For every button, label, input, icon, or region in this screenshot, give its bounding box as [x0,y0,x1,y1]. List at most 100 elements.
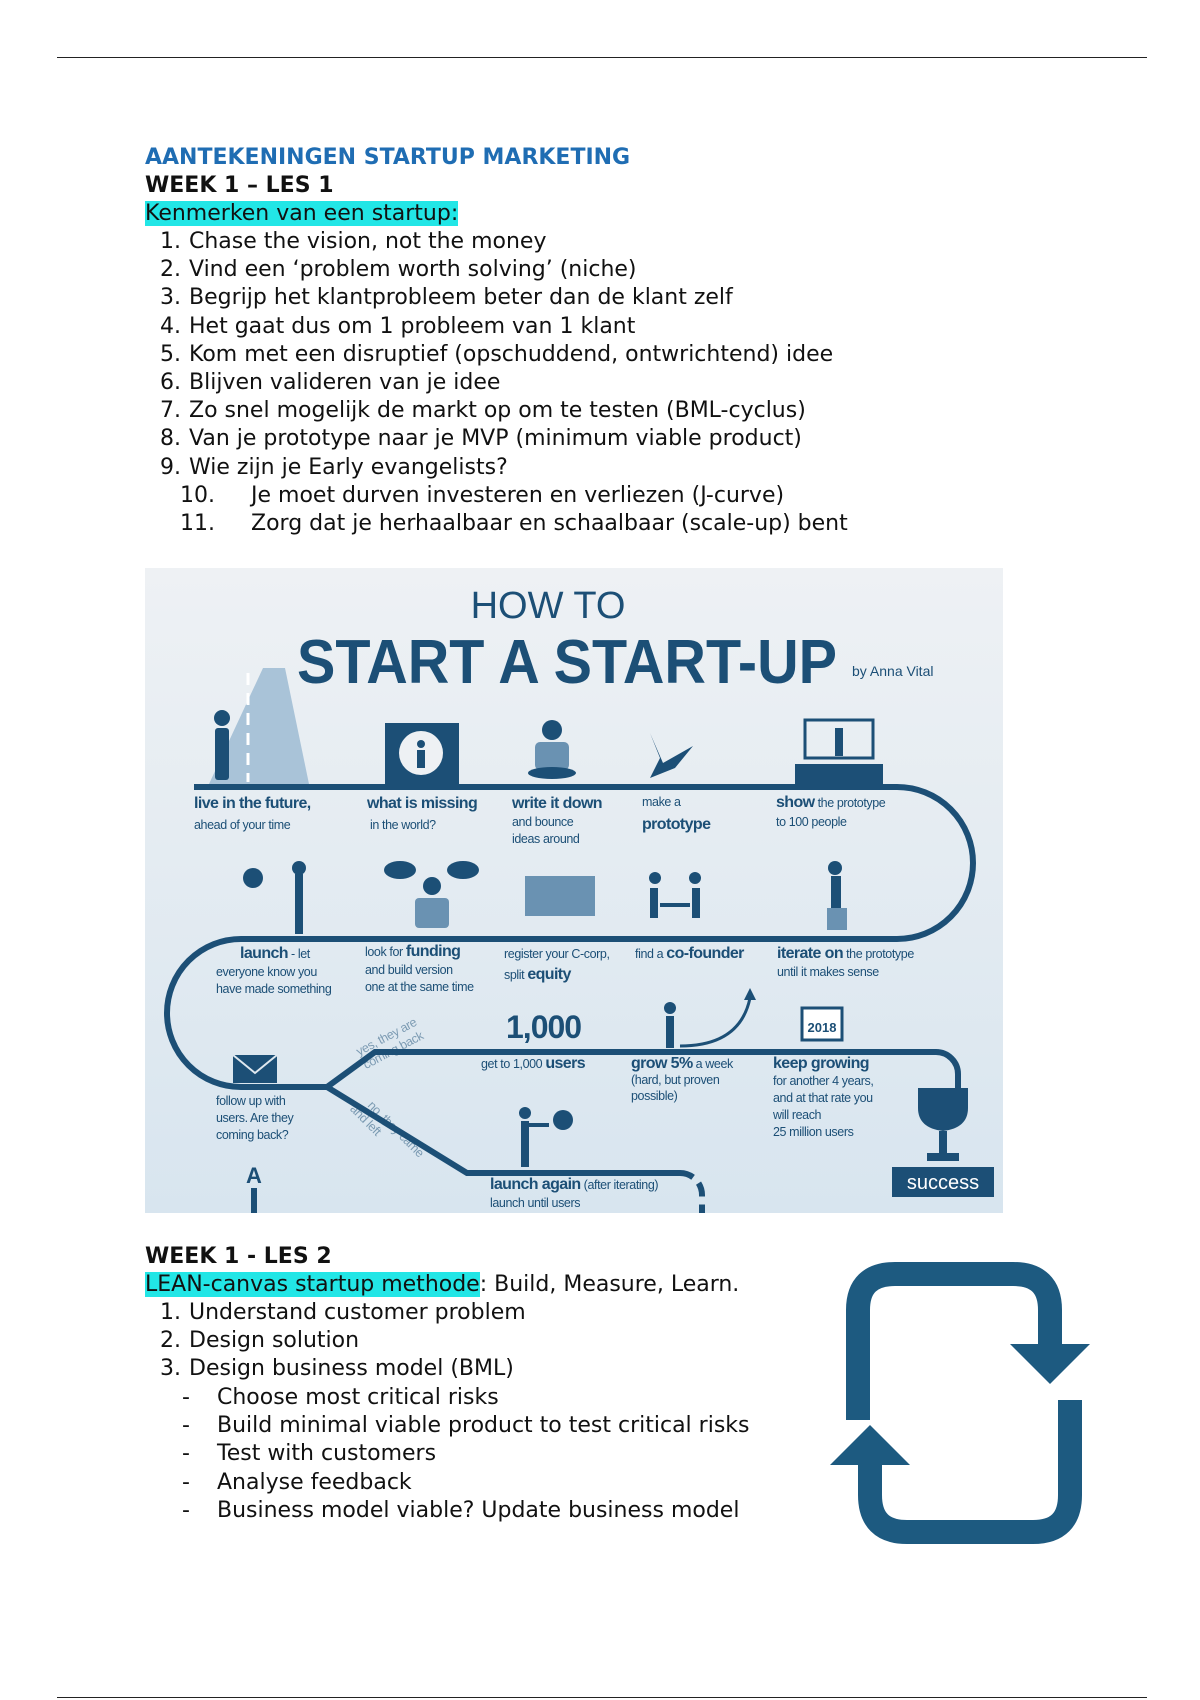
lean-substep: - Analyse feedback [145,1469,412,1497]
item-text: Begrijp het klantprobleem beter dan de k… [189,285,733,311]
step-live-in-future: live in the future, [194,795,311,812]
lean-step: 1.Understand customer problem [145,1299,526,1327]
svg-text:for another 4 years,: for another 4 years, [773,1074,873,1088]
substep-text: Build minimal viable product to test cri… [217,1413,750,1439]
item-text: Wie zijn je Early evangelists? [189,454,508,480]
kenmerk-item: 7. Zo snel mogelijk de markt op om te tes… [145,397,806,425]
bullet-dash: - [182,1441,190,1467]
svg-text:2018: 2018 [808,1020,837,1035]
presentation-icon [795,718,883,784]
substep-text: Analyse feedback [217,1469,412,1495]
svg-text:until it makes sense: until it makes sense [777,965,879,979]
item-number: 11. [180,511,215,536]
step-what-is-missing: what is missing [366,795,477,812]
step-number: 3. [160,1356,181,1382]
svg-text:and at that rate you: and at that rate you [773,1091,873,1105]
svg-text:will reach: will reach [772,1108,822,1122]
document-title: AANTEKENINGEN STARTUP MARKETING [145,145,631,170]
lean-substep: - Test with customers [145,1440,436,1468]
svg-text:launch again (after iterating): launch again (after iterating) [490,1176,658,1193]
item-number: 9. [160,454,181,480]
lean-canvas-highlight: LEAN-canvas startup methode [145,1272,480,1297]
item-number: 7. [160,398,181,424]
svg-text:launch until users: launch until users [490,1196,580,1210]
substep-text: Test with customers [217,1441,437,1467]
thousand-users-figure: 1,000 [506,1009,581,1045]
substep-text: Business model viable? Update business m… [217,1497,740,1523]
svg-text:(hard, but proven: (hard, but proven [631,1073,720,1087]
bullet-dash: - [182,1497,190,1523]
funding-thinking-icon [384,861,479,928]
headline: START A START-UP [297,628,837,697]
item-text: Van je prototype naar je MVP (minimum vi… [189,426,802,452]
calendar-icon [800,1006,844,1042]
growth-arrow-icon [679,997,752,1048]
svg-text:one at the same time: one at the same time [365,980,474,994]
item-text: Kom met een disruptief (opschuddend, ont… [189,341,834,367]
svg-text:follow up with: follow up with [216,1094,286,1108]
lean-canvas-rest: : Build, Measure, Learn. [479,1272,740,1297]
item-text: Je moet durven investeren en verliezen (… [251,482,785,508]
item-number: 10. [180,482,215,508]
lean-step: 2. Design solution [145,1327,359,1355]
svg-text:have made something: have made something [216,982,332,996]
author: by Anna Vital [852,663,933,679]
item-number: 4. [160,313,181,339]
svg-text:possible): possible) [631,1089,678,1103]
success-badge [892,1167,994,1197]
bottom-rule [57,1697,1147,1698]
kenmerk-item: 9. Wie zijn je Early evangelists? [145,454,508,482]
iterate-recycle-icon [827,861,847,930]
lean-substep: - Business model viable? Update business … [145,1497,739,1525]
step-text: Design solution [189,1328,360,1354]
svg-text:launch - let: launch - let [240,945,311,962]
item-text: Zorg dat je herhaalbaar en schaalbaar (s… [251,511,848,536]
step-number: 2. [160,1328,181,1354]
origami-bird-icon [650,733,693,778]
item-number: 2. [160,257,181,283]
svg-text:in the world?: in the world? [370,818,436,832]
kenmerk-item: 10. Je moet durven investeren en verlieze… [145,482,784,510]
arrow-up-icon: A [246,1163,262,1188]
envelope-icon [232,1054,278,1083]
week1-les2-heading: WEEK 1 - LES 2 [145,1244,332,1269]
how-to-start-a-startup-infographic: HOW TO START A START-UP by Anna Vital A … [145,568,1003,1213]
kenmerk-item: 8.Van je prototype naar je MVP (minimum … [145,425,802,453]
svg-text:and bounce: and bounce [512,815,574,829]
item-text: Blijven valideren van je idee [189,370,501,395]
step-text: Design business model (BML) [189,1356,514,1382]
svg-text:split equity: split equity [504,966,572,983]
bullet-dash: - [182,1413,190,1439]
how-to-text: HOW TO [471,585,626,627]
bullet-dash: - [182,1469,190,1495]
build-measure-learn-cycle-icon [830,1262,1090,1544]
svg-text:get to 1,000 users: get to 1,000 users [481,1055,586,1072]
svg-text:look for funding: look for funding [365,943,460,960]
svg-text:find a co-founder: find a co-founder [635,945,744,962]
frame-person-icon [385,723,459,784]
step-show: show the prototype [776,794,886,811]
svg-text:iterate on the prototype: iterate on the prototype [777,945,914,962]
item-number: 5. [160,341,181,367]
item-number: 6. [160,370,181,395]
kenmerk-item: 1. Chase the vision, not the money [145,228,546,256]
svg-text:keep growing: keep growing [773,1055,869,1072]
lean-substep: -Choose most critical risks [145,1384,499,1412]
road-icon [209,668,309,784]
svg-text:ideas around: ideas around [512,832,580,846]
svg-text:everyone know you: everyone know you [216,965,317,979]
person-icon [214,710,230,780]
kenmerk-item: 11. Zorg dat je herhaalbaar en schaalbaar… [145,510,848,538]
kenmerk-item: 2.Vind een ‘problem worth solving’ (nich… [145,256,637,284]
item-text: Zo snel mogelijk de markt op om te teste… [189,398,806,424]
kenmerk-item: 4.Het gaat dus om 1 probleem van 1 klant [145,313,635,341]
megaphone-burst-icon [243,861,306,934]
walking-person-icon [664,1002,676,1048]
step-prototype: prototype [642,816,711,833]
top-rule [57,57,1147,58]
item-number: 1. [160,229,181,254]
item-text: Chase the vision, not the money [189,229,547,254]
lean-substep: - Build minimal viable product to test cr… [145,1412,749,1440]
svg-text:25 million users: 25 million users [773,1125,854,1139]
journey-path [164,784,976,1213]
